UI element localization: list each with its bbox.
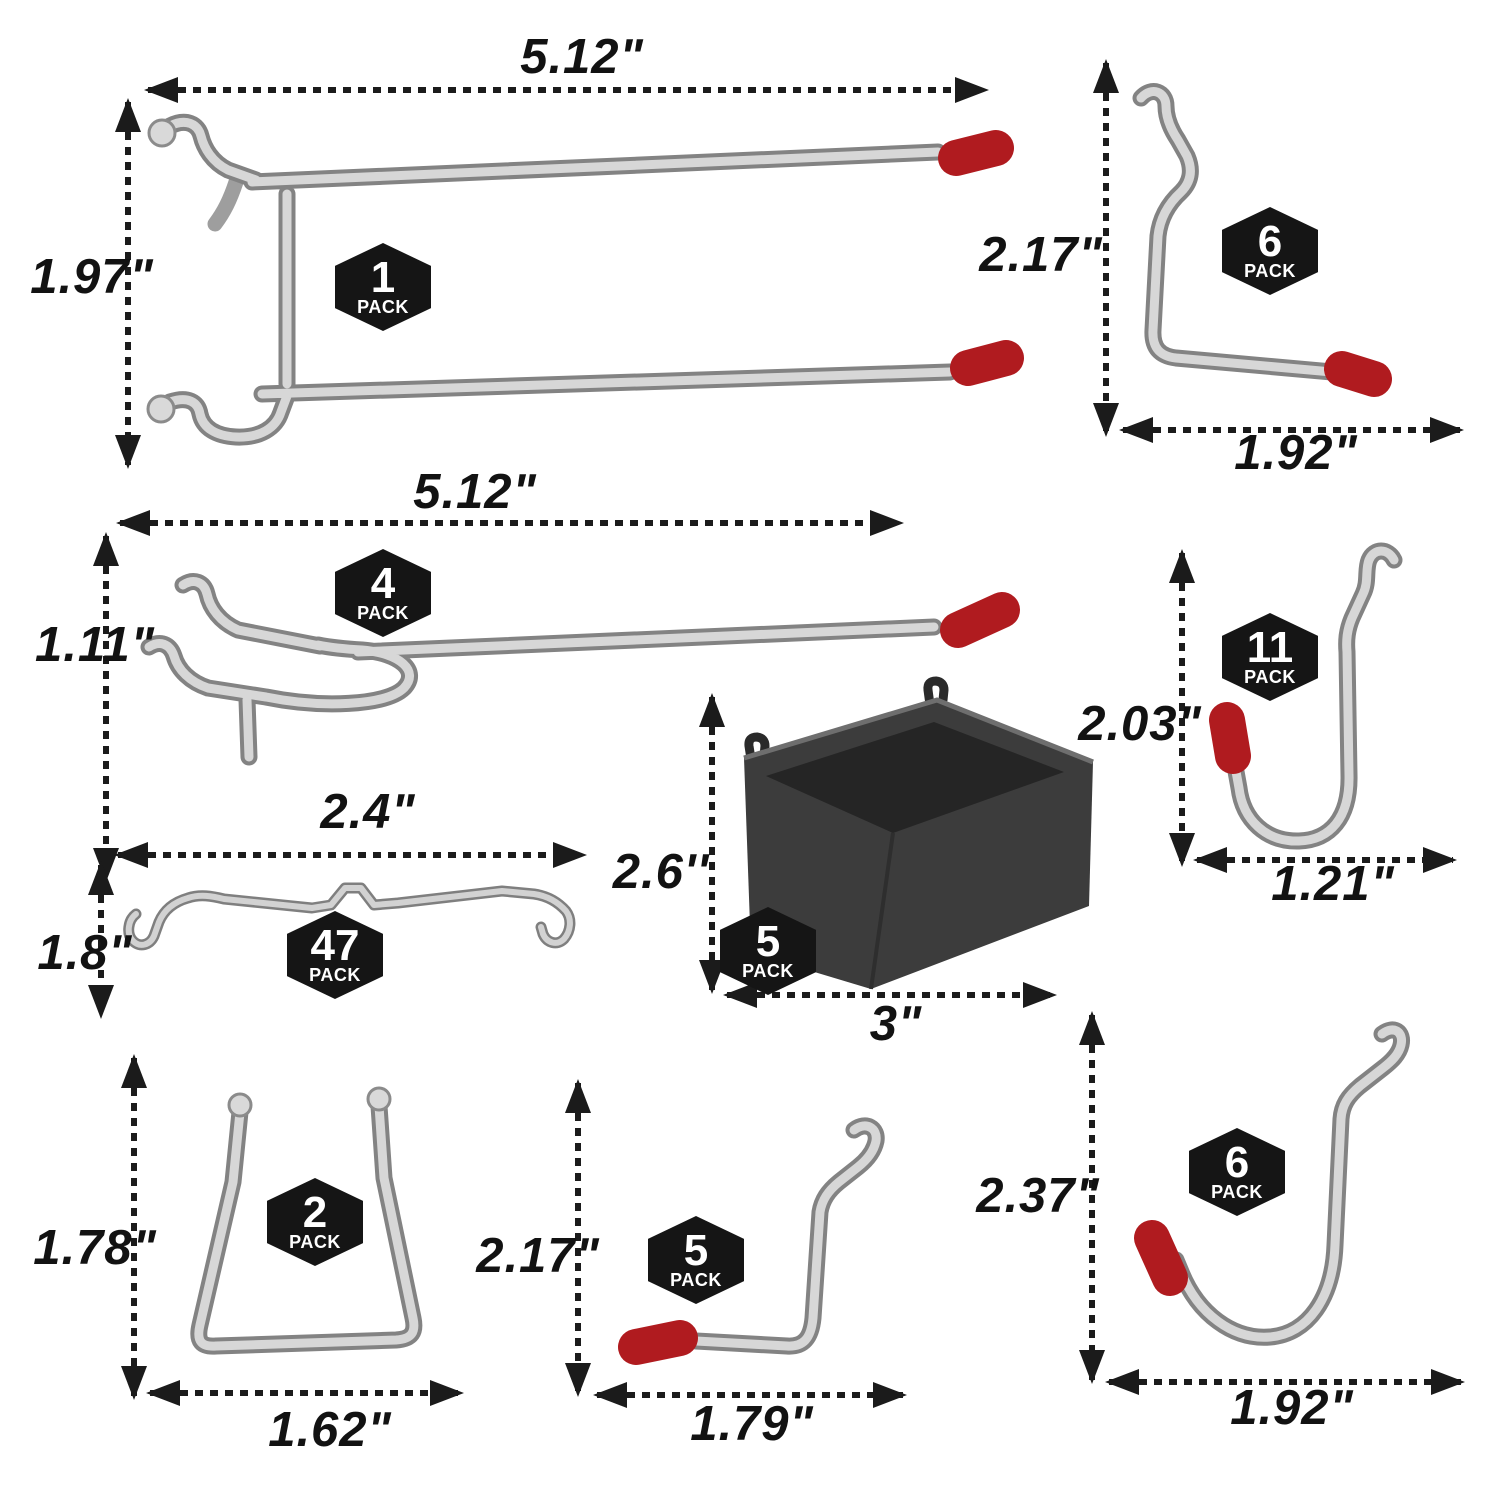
pack-count: 5 [683, 1225, 709, 1275]
double-rail-hook-illustration [146, 118, 1024, 437]
red-tip [1324, 351, 1392, 397]
l-hook-illustration [1141, 92, 1392, 397]
red-tip [940, 592, 1020, 648]
angle-hook-illustration [618, 1126, 876, 1365]
long-single-hook-illustration [149, 582, 1020, 757]
bin-opening [766, 722, 1064, 833]
height-label: 2.6'' [612, 845, 710, 899]
height-label: 2.37" [976, 1169, 1100, 1223]
pack-word: PACK [309, 965, 361, 986]
width-label: 1.92" [1230, 1381, 1354, 1435]
height-dimension-line [98, 865, 104, 1015]
pack-count: 4 [370, 558, 396, 608]
height-label: 1.8" [37, 926, 133, 980]
pack-word: PACK [357, 603, 409, 624]
width-dimension-line [118, 852, 583, 858]
width-label: 1.92" [1234, 426, 1358, 480]
red-tip [1134, 1220, 1188, 1296]
width-label: 5.12" [413, 465, 537, 519]
width-label: 1.21" [1271, 857, 1395, 911]
height-dimension-line [1179, 553, 1185, 863]
red-tip [1209, 702, 1251, 774]
peg-ball-end [146, 394, 176, 424]
width-dimension-line [148, 87, 985, 93]
pack-word: PACK [1211, 1182, 1263, 1203]
pack-count: 6 [1224, 1137, 1250, 1187]
hook-prong [207, 174, 244, 232]
width-dimension-line [597, 1392, 903, 1398]
width-label: 3" [869, 997, 923, 1051]
height-label: 2.17" [476, 1229, 600, 1283]
pack-word: PACK [289, 1232, 341, 1253]
width-dimension-line [1123, 427, 1460, 433]
red-tip [618, 1320, 698, 1365]
height-dimension-line [125, 102, 131, 465]
height-label: 1.11" [35, 618, 155, 672]
height-dimension-line [1103, 63, 1109, 433]
width-dimension-line [150, 1390, 460, 1396]
height-label: 2.17" [979, 228, 1103, 282]
peg-ball-end [227, 1092, 253, 1118]
pack-count: 2 [302, 1187, 328, 1237]
width-label: 5.12" [520, 30, 644, 84]
red-tip [938, 130, 1024, 386]
pack-count: 5 [755, 916, 781, 966]
width-dimension-line [1197, 857, 1453, 863]
height-dimension-line [575, 1083, 581, 1393]
peg-ball-end [366, 1086, 392, 1112]
height-label: 1.97" [30, 250, 154, 304]
height-dimension-line [131, 1058, 137, 1396]
height-dimension-line [1089, 1015, 1095, 1380]
pack-count: 6 [1257, 216, 1283, 266]
bin-front-edge [869, 832, 895, 990]
height-dimension-line [103, 536, 109, 878]
peg-ball-end [147, 118, 177, 148]
height-label: 2.03" [1078, 697, 1202, 751]
loop-hook-illustration [199, 1086, 414, 1346]
pack-count: 11 [1246, 622, 1294, 672]
width-label: 1.62" [268, 1403, 392, 1457]
width-dimension-line [1109, 1379, 1461, 1385]
bin-peg [744, 732, 770, 777]
pack-count: 47 [310, 920, 360, 970]
height-label: 1.78" [33, 1221, 157, 1275]
pack-word: PACK [1244, 667, 1296, 688]
height-dimension-line [709, 697, 715, 990]
pack-word: PACK [670, 1270, 722, 1291]
bin-illustration [743, 676, 1094, 990]
width-label: 1.79" [690, 1397, 814, 1451]
bin-rim-highlight [743, 697, 1094, 765]
large-j-hook-illustration [1134, 1030, 1402, 1337]
pack-word: PACK [742, 961, 794, 982]
pack-word: PACK [357, 297, 409, 318]
width-dimension-line [727, 992, 1053, 998]
width-dimension-line [120, 520, 900, 526]
pack-word: PACK [1244, 261, 1296, 282]
small-j-hook-illustration [1209, 551, 1394, 841]
pack-count: 1 [370, 252, 396, 302]
width-label: 2.4" [320, 785, 416, 839]
bin-peg [923, 676, 949, 717]
